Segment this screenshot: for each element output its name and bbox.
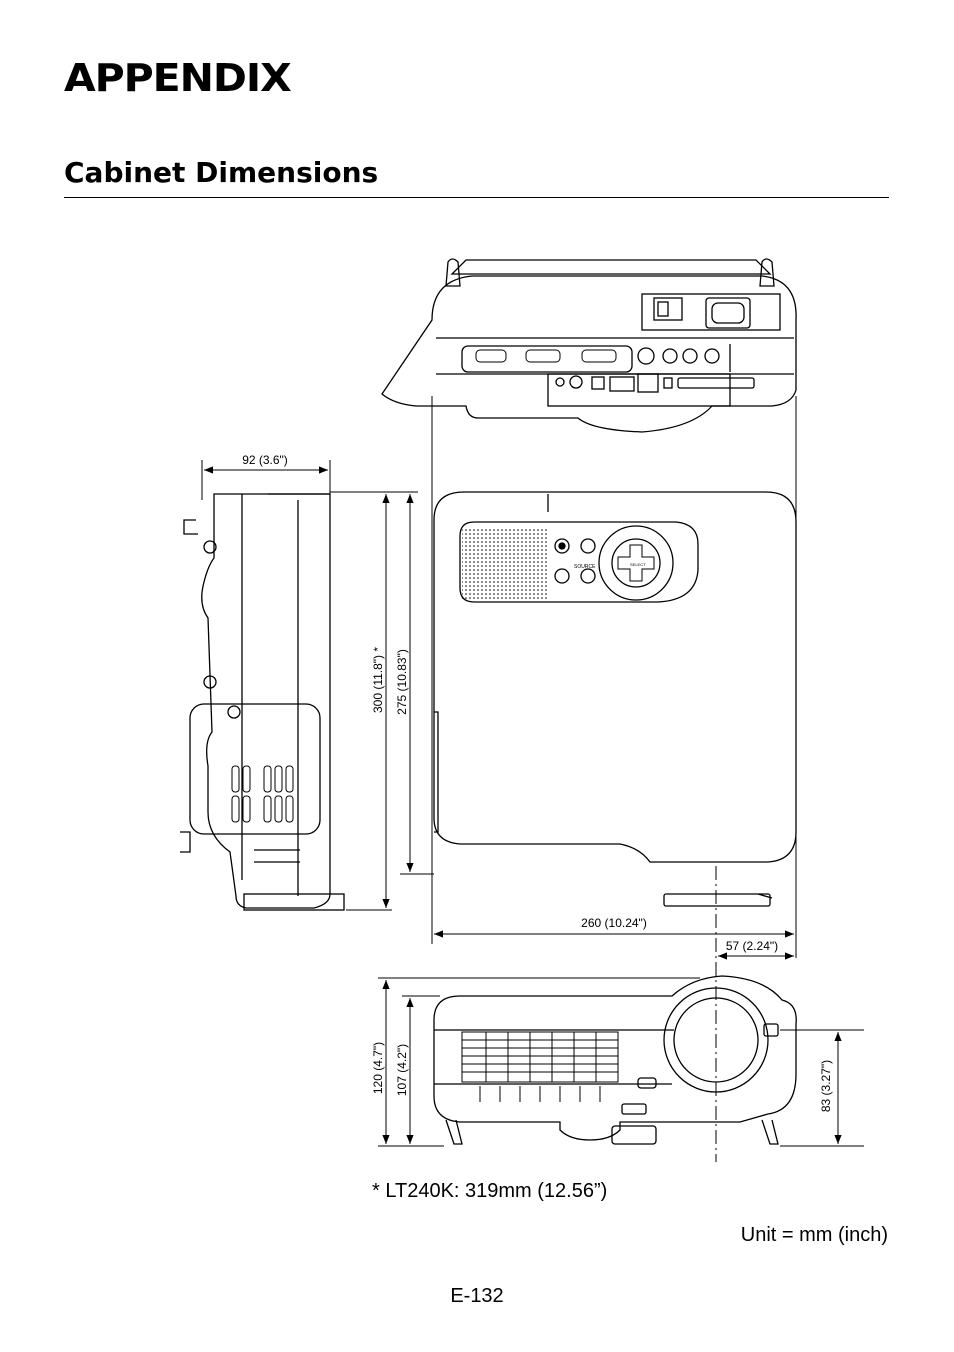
unit-note: Unit = mm (inch): [740, 1224, 888, 1246]
rear-view: [381, 258, 797, 433]
dim-side-width: 92 (3.6"): [242, 453, 288, 467]
front-view: [433, 975, 797, 1145]
dim-front-height-total: 120 (4.7"): [371, 1042, 385, 1094]
select-label: SELECT: [630, 562, 646, 567]
dim-lens-center-height: 83 (3.27"): [819, 1060, 833, 1112]
dim-height-total: 300 (11.8") *: [371, 647, 385, 713]
source-label: SOURCE: [574, 564, 596, 570]
section-title: Cabinet Dimensions: [64, 156, 379, 189]
top-view: SOURCE SELECT: [433, 491, 797, 907]
page-number: E-132: [450, 1285, 504, 1307]
dim-front-height-body: 107 (4.2"): [395, 1044, 409, 1096]
dim-lens-offset: 57 (2.24"): [726, 939, 778, 953]
dim-width-total: 260 (10.24"): [581, 916, 647, 930]
side-view: [180, 493, 345, 911]
footnote: * LT240K: 319mm (12.56”): [372, 1180, 608, 1202]
section-divider: [64, 197, 889, 198]
dimension-lines: [201, 396, 864, 1162]
page-title: APPENDIX: [64, 56, 292, 100]
dim-height-body: 275 (10.83"): [395, 649, 409, 715]
